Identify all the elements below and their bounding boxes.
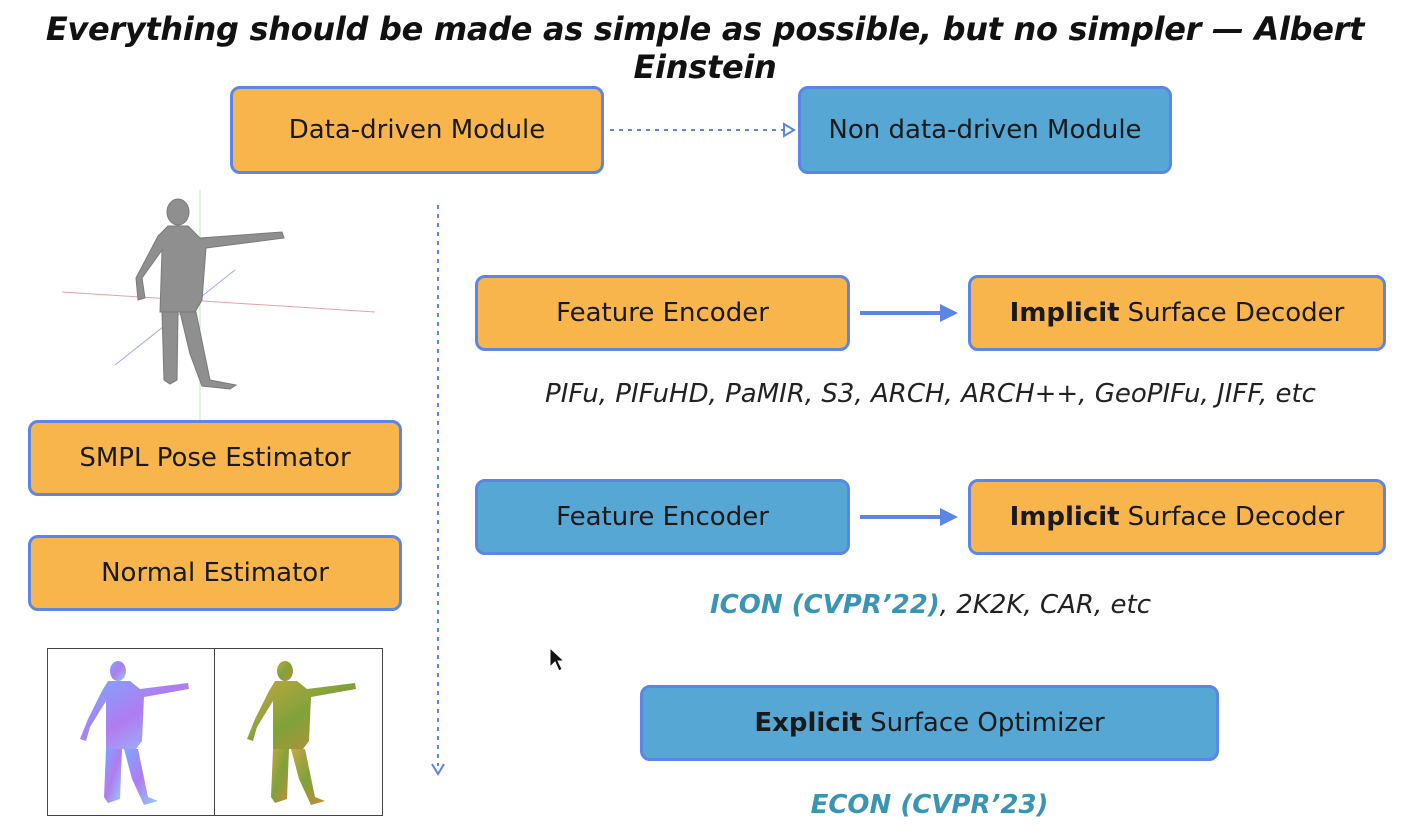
row1-feature-encoder-label: Feature Encoder <box>556 298 769 328</box>
icon-method-highlight: ICON (CVPR’22) <box>709 590 940 620</box>
row2-methods-caption: ICON (CVPR’22), 2K2K, CAR, etc <box>475 590 1386 620</box>
legend-dotted-arrowhead <box>783 122 796 138</box>
row1-feature-encoder: Feature Encoder <box>475 275 850 351</box>
econ-method-caption: ECON (CVPR’23) <box>810 790 1049 820</box>
row2-feature-encoder: Feature Encoder <box>475 479 850 555</box>
optimizer-bold-label: Explicit <box>754 708 863 738</box>
normal-estimator-label: Normal Estimator <box>101 558 329 588</box>
vertical-timeline-arrowhead <box>431 763 445 776</box>
front-normal-figure <box>80 661 189 805</box>
row1-arrowhead <box>940 304 958 322</box>
smpl-pose-estimator-label: SMPL Pose Estimator <box>79 443 351 473</box>
back-normal-map-image <box>214 648 383 816</box>
row1-decoder-bold-label: Implicit <box>1009 298 1120 328</box>
body-mesh <box>135 198 285 390</box>
row2-implicit-surface-decoder: Implicit Surface Decoder <box>968 479 1386 555</box>
back-normal-figure <box>247 661 356 805</box>
row2-decoder-rest-label: Surface Decoder <box>1127 502 1345 532</box>
smpl-body-figure <box>61 190 376 420</box>
row1-methods-caption: PIFu, PIFuHD, PaMIR, S3, ARCH, ARCH++, G… <box>545 379 1316 409</box>
smpl-pose-estimator-module: SMPL Pose Estimator <box>28 420 402 496</box>
legend-data-driven-label: Data-driven Module <box>288 115 546 145</box>
row2-arrowhead <box>940 508 958 526</box>
row1-decoder-rest-label: Surface Decoder <box>1127 298 1345 328</box>
legend-data-driven-module: Data-driven Module <box>230 86 604 174</box>
mouse-cursor-icon <box>549 647 565 672</box>
legend-non-data-driven-label: Non data-driven Module <box>828 115 1142 145</box>
row2-feature-encoder-label: Feature Encoder <box>556 502 769 532</box>
einstein-quote: Everything should be made as simple as p… <box>45 10 1365 86</box>
legend-non-data-driven-module: Non data-driven Module <box>798 86 1172 174</box>
row2-caption-rest: , 2K2K, CAR, etc <box>939 590 1152 620</box>
optimizer-rest-label: Surface Optimizer <box>870 708 1105 738</box>
x-axis-line <box>61 291 376 313</box>
row2-decoder-bold-label: Implicit <box>1009 502 1120 532</box>
normal-estimator-module: Normal Estimator <box>28 535 402 611</box>
explicit-surface-optimizer: Explicit Surface Optimizer <box>640 685 1219 761</box>
row1-implicit-surface-decoder: Implicit Surface Decoder <box>968 275 1386 351</box>
front-normal-map-image <box>47 648 216 816</box>
